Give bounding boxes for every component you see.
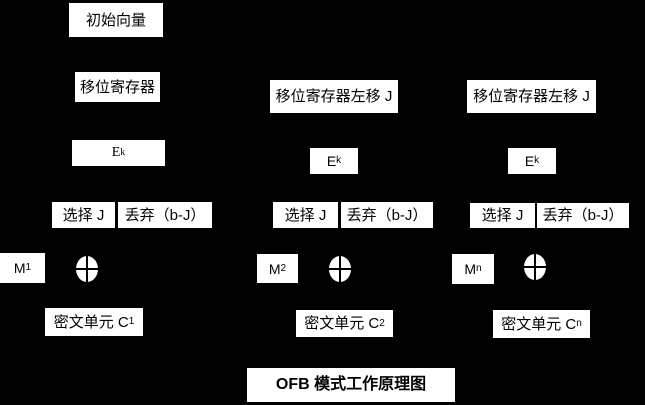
- xor-icon: [329, 256, 351, 282]
- encrypt-label-base: E: [524, 153, 535, 169]
- encrypt-label-base: E: [326, 153, 337, 169]
- xor-icon: [76, 256, 98, 282]
- ciphertext-label-sub: 1: [128, 316, 135, 327]
- message-label-sub: 1: [25, 262, 32, 273]
- ciphertext-label-base: 密文单元 C: [501, 315, 577, 333]
- ciphertext-label-base: 密文单元 C: [53, 313, 129, 331]
- encrypt-label-sub: k: [120, 147, 126, 158]
- select-box-3: 选择 J: [470, 203, 535, 228]
- discard-box-1: 丢弃（b-J）: [118, 202, 212, 228]
- shift-register-box-2: 移位寄存器左移 J: [270, 80, 398, 113]
- shift-register-box-1: 移位寄存器: [75, 72, 160, 102]
- message-label-base: M: [464, 261, 477, 277]
- message-label-base: M: [13, 260, 26, 276]
- encrypt-label-base: E: [111, 145, 121, 160]
- encrypt-label-sub: k: [336, 155, 342, 166]
- discard-box-2: 丢弃（b-J）: [341, 202, 433, 228]
- initial-vector-box: 初始向量: [69, 3, 163, 37]
- message-label-sub: 2: [280, 262, 287, 274]
- shift-register-box-3: 移位寄存器左移 J: [467, 80, 596, 113]
- discard-box-3: 丢弃（b-J）: [537, 203, 629, 228]
- ciphertext-label-sub: 2: [379, 317, 385, 329]
- xor-icon: [524, 254, 546, 280]
- select-box-1: 选择 J: [52, 202, 115, 228]
- message-label-base: M: [268, 260, 281, 277]
- ciphertext-label-base: 密文单元 C: [304, 315, 380, 332]
- ciphertext-label-sub: n: [576, 318, 582, 329]
- encrypt-label-sub: k: [534, 155, 540, 166]
- message-label-sub: n: [476, 263, 482, 274]
- select-box-2: 选择 J: [273, 202, 338, 228]
- diagram-title: OFB 模式工作原理图: [247, 368, 455, 402]
